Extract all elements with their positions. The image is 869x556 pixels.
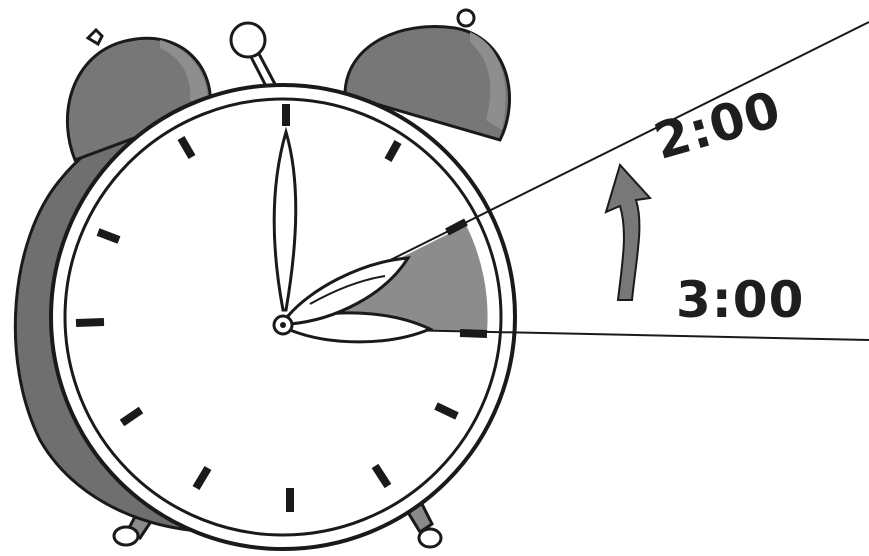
up-arrow-icon — [606, 165, 650, 300]
top-knob — [231, 23, 276, 90]
old-time-label: 3:00 — [676, 275, 804, 325]
